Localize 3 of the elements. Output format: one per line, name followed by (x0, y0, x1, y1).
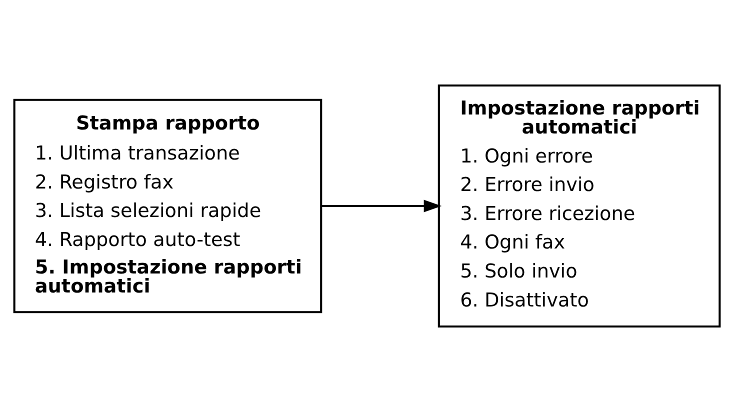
node-box: Stampa rapporto 1. Ultima transazione 2. Registro fax 3. Lista selezioni rapide 4. Rapporto auto-test 5. Impostazione rapporti automatici (13, 98, 322, 314)
arrow (322, 200, 442, 212)
node-box: Impostazione rapporti automatici 1. Ogni errore 2. Errore invio 3. Errore ricezione 4. Ogni fax 5. Solo invio 6. Disattivato (438, 84, 721, 328)
